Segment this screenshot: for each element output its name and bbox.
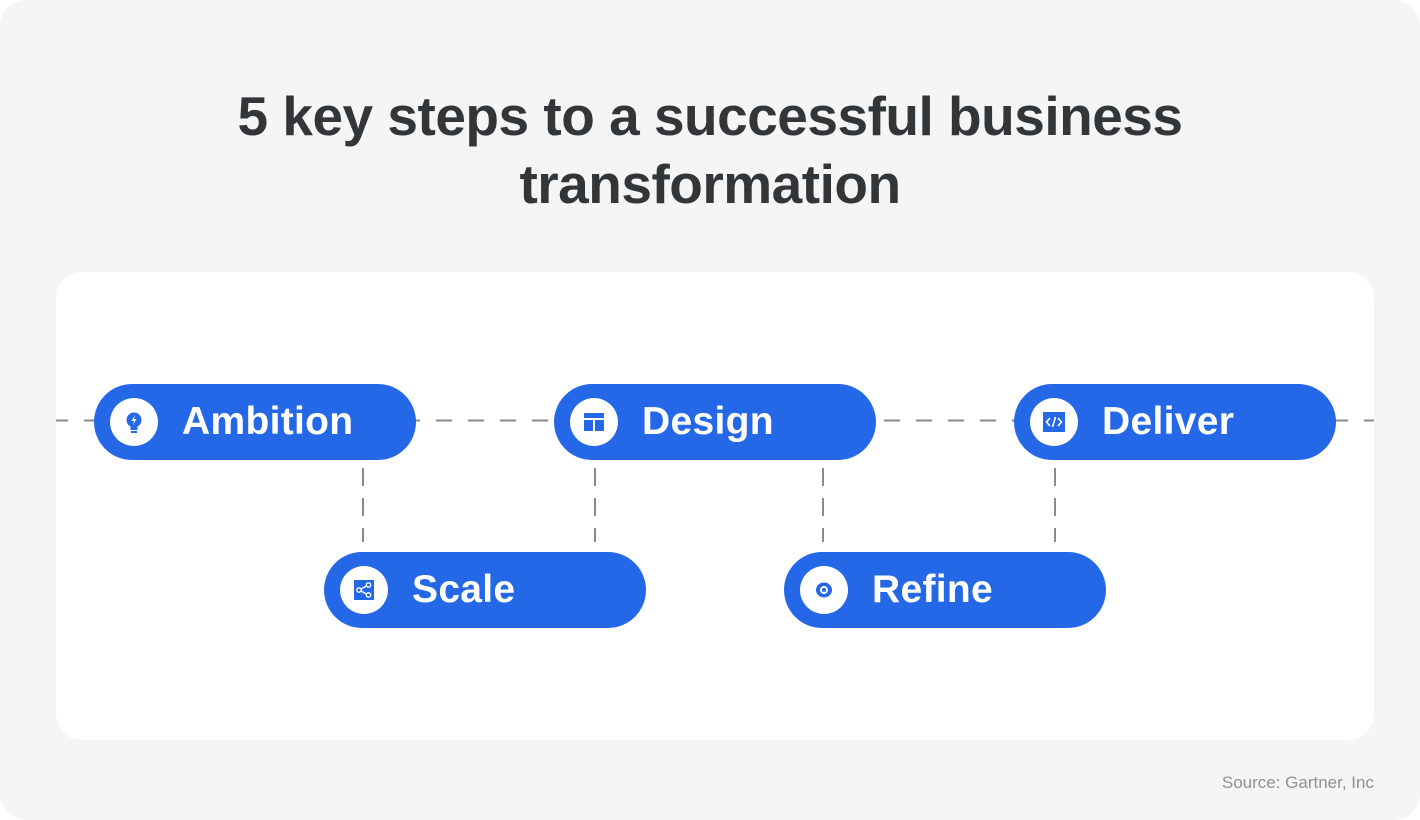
source-caption: Source: Gartner, Inc — [1221, 773, 1374, 792]
eye-icon — [800, 566, 848, 614]
step-ambition: Ambition — [94, 384, 416, 460]
step-design: Design — [554, 384, 876, 460]
title-line-1: 5 key steps to a successful business — [237, 85, 1183, 147]
diagram-panel — [56, 272, 1374, 740]
step-label: Scale — [412, 568, 516, 611]
step-label: Deliver — [1102, 400, 1235, 443]
connector-refine-deliver — [1054, 468, 1056, 542]
connector-design-refine — [822, 468, 824, 542]
page-title: 5 key steps to a successful business tra… — [0, 82, 1420, 218]
lightbulb-bolt-icon — [110, 398, 158, 446]
connector-ambition-scale — [362, 468, 364, 542]
code-brackets-icon — [1030, 398, 1078, 446]
share-nodes-icon — [340, 566, 388, 614]
step-refine: Refine — [784, 552, 1106, 628]
step-scale: Scale — [324, 552, 646, 628]
step-label: Refine — [872, 568, 993, 611]
connector-scale-design — [594, 468, 596, 542]
step-label: Design — [642, 400, 774, 443]
step-label: Ambition — [182, 400, 354, 443]
step-deliver: Deliver — [1014, 384, 1336, 460]
layout-panel-icon — [570, 398, 618, 446]
title-line-2: transformation — [519, 153, 901, 215]
